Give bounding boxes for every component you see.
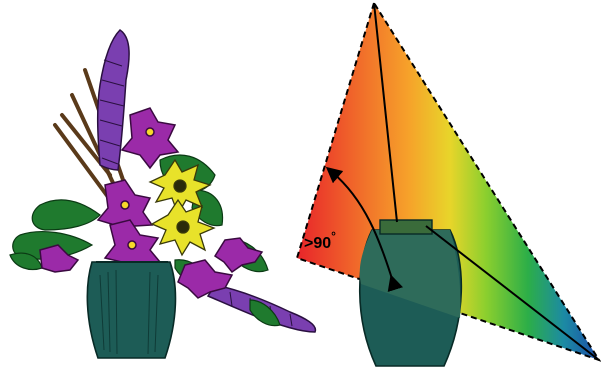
degree-symbol: ° (331, 229, 336, 243)
flower-arrangement-illustration (10, 30, 315, 358)
left-vase (87, 262, 175, 358)
right-vase-rim (380, 220, 432, 234)
angle-diagram: >90° (297, 3, 599, 366)
angle-value: >90 (304, 235, 331, 252)
